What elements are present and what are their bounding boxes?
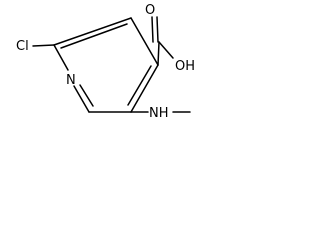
- chlorine-label: Cl: [16, 39, 29, 54]
- amine-label: NH: [149, 106, 169, 121]
- ring-nitrogen-label: N: [66, 73, 76, 88]
- structure-diagram: Cl N O OH NH: [16, 3, 195, 121]
- bond-ring-inner-c2-c3: [60, 23, 128, 49]
- bond-ring-c5-c4: [130, 64, 159, 113]
- bond-ring-c2-n1: [53, 44, 69, 71]
- bond-carboxyl-c-o-double-b: [156, 16, 159, 43]
- carbonyl-oxygen-label: O: [145, 3, 155, 18]
- bond-c2-cl: [32, 44, 55, 47]
- bond-ring-c3-c2: [53, 17, 132, 46]
- hydroxyl-label: OH: [175, 59, 195, 74]
- bond-ring-n1-c6: [73, 85, 90, 113]
- bond-ring-inner-c4-c5: [127, 65, 152, 106]
- bond-carboxyl-c-o-double-a: [151, 16, 154, 43]
- bond-carboxyl-c-oh: [158, 41, 174, 59]
- bond-c4-carboxyl-carbon: [157, 41, 160, 66]
- bond-ring-c4-c3: [130, 17, 159, 66]
- bond-ring-inner-n1-c6: [79, 84, 94, 107]
